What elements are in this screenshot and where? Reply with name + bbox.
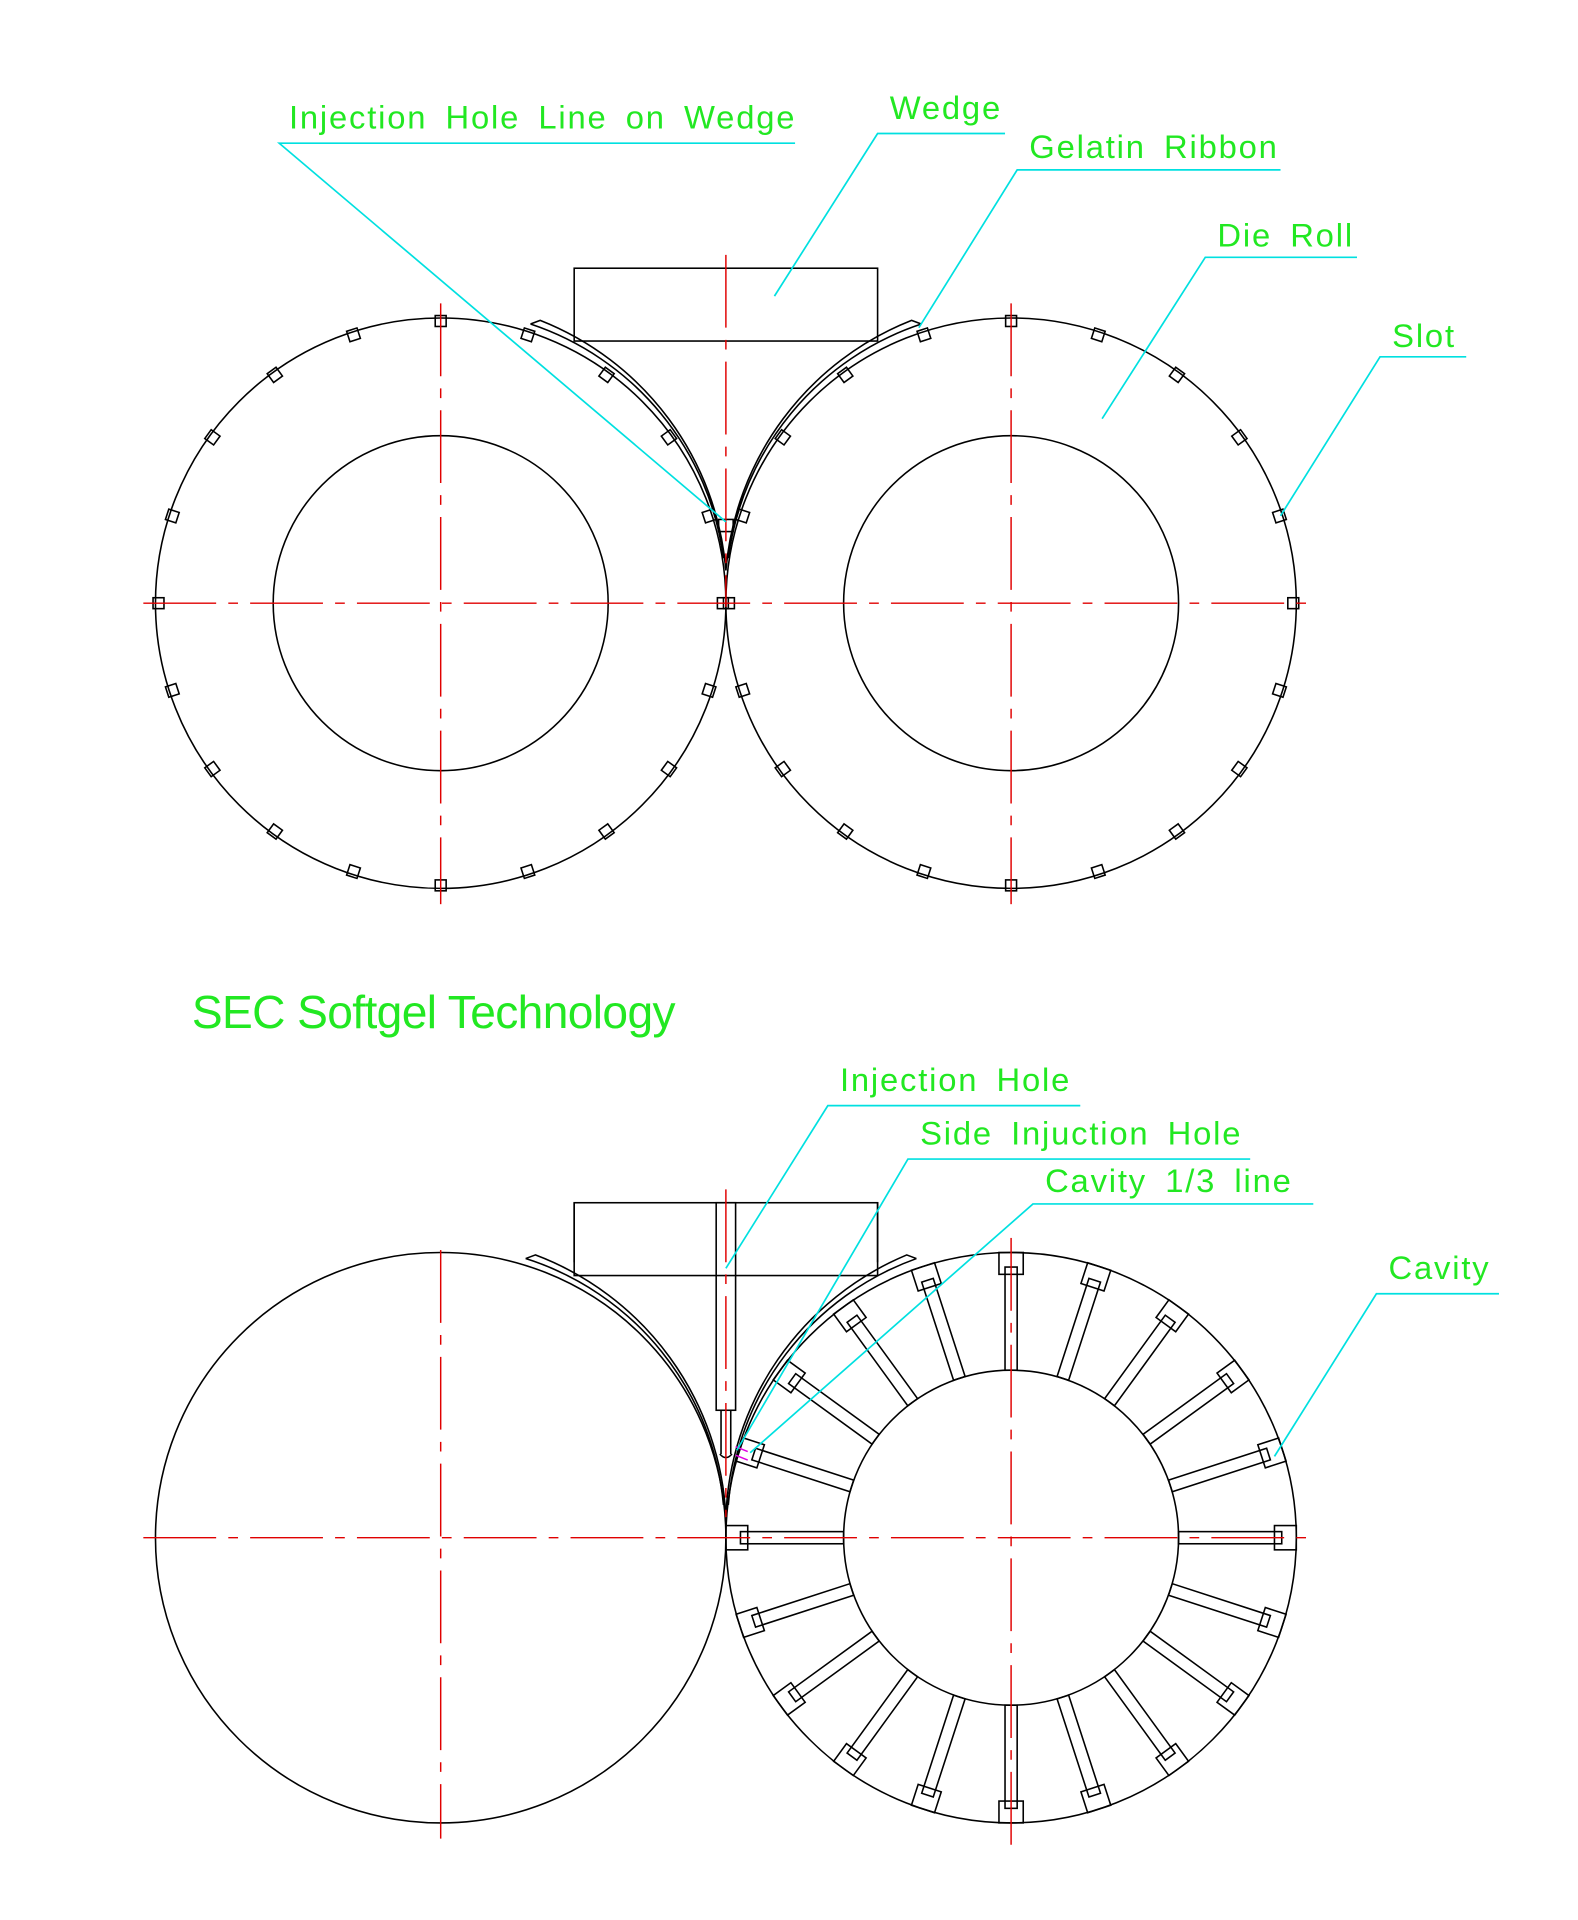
slot: [203, 428, 222, 447]
label-wedge: Wedge: [773, 89, 1006, 297]
label-side-injection-hole: Side Injuction Hole: [736, 1114, 1251, 1451]
label-injection-hole: Injection Hole: [725, 1061, 1081, 1269]
label-gelatin-ribbon: Gelatin Ribbon: [918, 128, 1281, 329]
slot: [774, 428, 792, 447]
cavity: [1103, 1668, 1190, 1777]
slot: [916, 863, 932, 880]
slot: [1090, 326, 1107, 343]
slot: [1271, 682, 1288, 699]
gelatin-ribbon-right: [725, 1254, 917, 1518]
slot: [203, 760, 222, 778]
gelatin-ribbon-right: [725, 319, 922, 571]
slot: [1168, 366, 1186, 384]
slot: [164, 682, 181, 699]
slot: [660, 760, 678, 778]
gelatin-ribbon-left: [530, 319, 727, 571]
svg-text:Injection Hole: Injection Hole: [840, 1061, 1071, 1098]
svg-text:Side Injuction Hole: Side Injuction Hole: [920, 1114, 1242, 1151]
cavity: [772, 1630, 881, 1717]
top-view: Injection Hole Line on Wedge Wedge Gelat…: [143, 89, 1467, 905]
label-slot: Slot: [1279, 317, 1467, 517]
slot: [836, 822, 854, 841]
label-cavity-third-line: Cavity 1/3 line: [749, 1162, 1314, 1454]
svg-text:Cavity 1/3 line: Cavity 1/3 line: [1045, 1162, 1293, 1199]
svg-text:Injection Hole Line on Wedge: Injection Hole Line on Wedge: [289, 99, 796, 136]
gelatin-ribbon-left: [525, 1254, 727, 1518]
slot: [597, 366, 616, 384]
cavity: [1141, 1359, 1251, 1446]
slot: [597, 822, 616, 841]
cavity: [1141, 1630, 1251, 1717]
cavity: [735, 1437, 855, 1493]
cavity: [1167, 1437, 1288, 1493]
cavity: [832, 1668, 919, 1777]
slot: [1271, 508, 1288, 524]
slot: [836, 366, 854, 384]
slot: [701, 682, 717, 699]
cavity: [1056, 1261, 1112, 1382]
label-die-roll: Die Roll: [1101, 216, 1357, 420]
cavity: [1167, 1582, 1288, 1639]
label-cavity: Cavity: [1273, 1249, 1499, 1457]
cavity: [772, 1359, 881, 1446]
slot: [916, 326, 932, 343]
slot: [1090, 863, 1107, 880]
slot: [345, 326, 362, 343]
slot: [520, 326, 536, 343]
slot: [520, 863, 536, 880]
cavity: [735, 1582, 855, 1639]
svg-text:Wedge: Wedge: [890, 89, 1002, 126]
label-injection-hole-line: Injection Hole Line on Wedge: [276, 99, 796, 523]
slot: [1230, 428, 1249, 447]
slot: [266, 366, 284, 384]
cavity: [910, 1694, 967, 1814]
svg-text:Cavity: Cavity: [1389, 1249, 1491, 1286]
svg-text:Die Roll: Die Roll: [1217, 216, 1354, 253]
slot: [734, 682, 751, 699]
slot: [1230, 760, 1249, 778]
diagram-title: SEC Softgel Technology: [192, 986, 676, 1038]
svg-text:Slot: Slot: [1392, 317, 1456, 354]
cavity: [1056, 1694, 1112, 1814]
slot: [164, 508, 181, 524]
slot: [266, 822, 284, 841]
slot: [660, 428, 678, 447]
slot: [774, 760, 792, 778]
slot: [1168, 822, 1186, 841]
svg-text:Gelatin Ribbon: Gelatin Ribbon: [1029, 128, 1278, 165]
cavity: [1103, 1298, 1190, 1407]
slot: [345, 863, 362, 880]
cavity: [910, 1261, 967, 1382]
bottom-view: Injection Hole Side Injuction Hole Cavit…: [143, 1061, 1499, 1845]
cavities: [725, 1251, 1298, 1824]
cavity: [832, 1298, 919, 1407]
